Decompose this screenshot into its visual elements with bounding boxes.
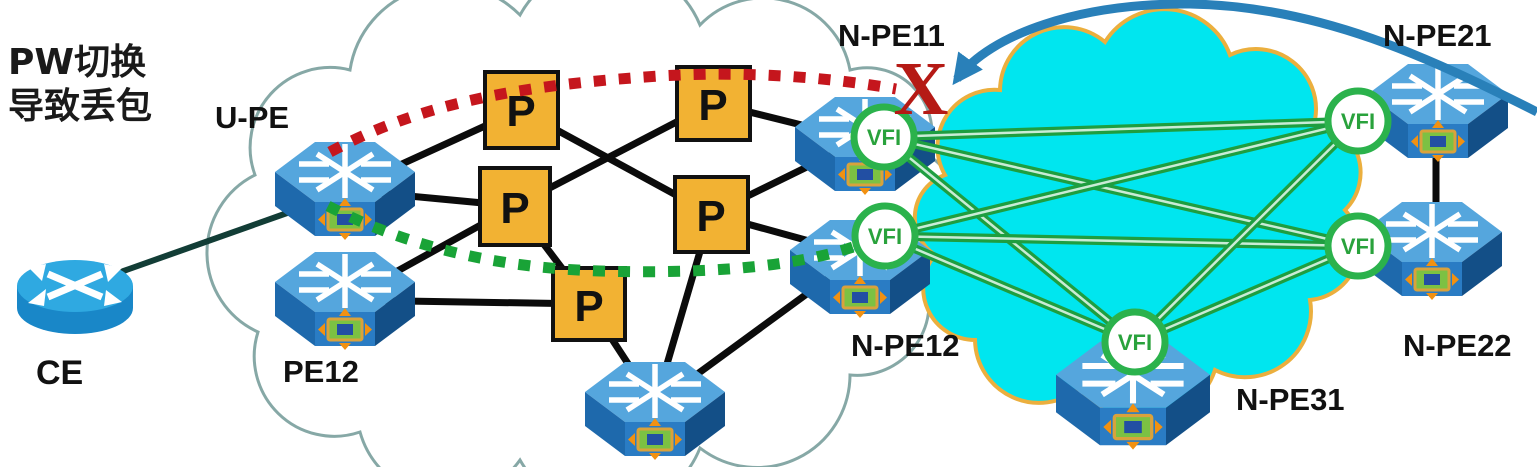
annotation-line1: PW切换 (8, 42, 146, 83)
vfi-mesh-links (881, 116, 1362, 347)
p-routers: P P P P P (478, 65, 752, 342)
backup-pw-path-green-dotted (325, 201, 855, 278)
vfi-badge-npe11: VFI (850, 103, 918, 171)
primary-pw-path-red-dotted (327, 68, 897, 157)
vfi-label: VFI (868, 224, 902, 249)
label-ce: CE (36, 354, 83, 392)
p-router-2: P (675, 65, 752, 142)
vfi-label: VFI (867, 125, 901, 150)
vfi-label: VFI (1341, 234, 1375, 259)
label-pe12: PE12 (283, 354, 359, 389)
p-router-label: P (696, 192, 725, 241)
label-n-pe22: N-PE22 (1403, 328, 1512, 363)
vfi-badge-npe21: VFI (1324, 87, 1392, 155)
label-u-pe: U-PE (215, 100, 289, 135)
vfi-label: VFI (1118, 330, 1152, 355)
p-router-label: P (500, 184, 529, 233)
p-router-label: P (574, 282, 603, 331)
annotation-line2: 导致丢包 (8, 86, 152, 127)
p-router-5: P (551, 266, 627, 342)
label-n-pe12: N-PE12 (851, 328, 960, 363)
vfi-badge-npe22: VFI (1324, 212, 1392, 280)
failover-arrow (952, 0, 1537, 117)
ce-access-link (113, 209, 292, 277)
label-n-pe21: N-PE21 (1383, 18, 1492, 53)
vfi-badge-npe12: VFI (851, 202, 919, 270)
vfi-badge-npe31: VFI (1101, 308, 1169, 376)
router-ce (17, 260, 133, 334)
failure-x-marker: X (894, 47, 949, 131)
vfi-label: VFI (1341, 109, 1375, 134)
p-router-3: P (478, 166, 552, 247)
p-router-4: P (673, 175, 750, 254)
p-router-label: P (698, 81, 727, 130)
label-n-pe11: N-PE11 (838, 18, 945, 53)
label-n-pe31: N-PE31 (1236, 382, 1345, 417)
